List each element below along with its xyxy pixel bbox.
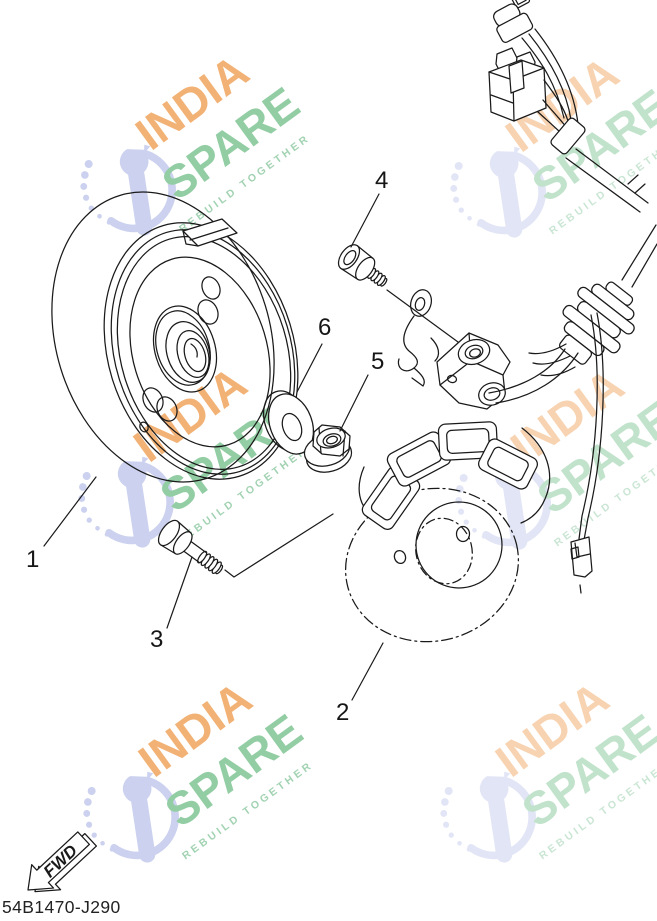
callout-6: 6: [318, 314, 332, 341]
wire-clamp-drawing: [397, 289, 440, 387]
flange-nut-drawing: [303, 424, 353, 473]
wire-harness-drawing: [488, 0, 657, 594]
rotor-bolt-drawing: [157, 519, 224, 575]
stator-coil-drawing: [344, 421, 551, 643]
fwd-arrow: FWD: [27, 831, 98, 893]
washer-drawing: [262, 390, 315, 455]
callout-5: 5: [371, 348, 385, 375]
callout-2: 2: [336, 699, 350, 726]
callout-1: 1: [26, 546, 40, 573]
pickup-bolt-drawing: [337, 244, 388, 287]
callout-4: 4: [375, 167, 389, 194]
flywheel-rotor-drawing: [51, 191, 299, 483]
callout-leader-lines: [43, 193, 459, 701]
part-number-label: 54B1470-J290: [2, 897, 121, 917]
callout-3: 3: [150, 626, 164, 653]
pickup-coil-drawing: [436, 332, 511, 410]
